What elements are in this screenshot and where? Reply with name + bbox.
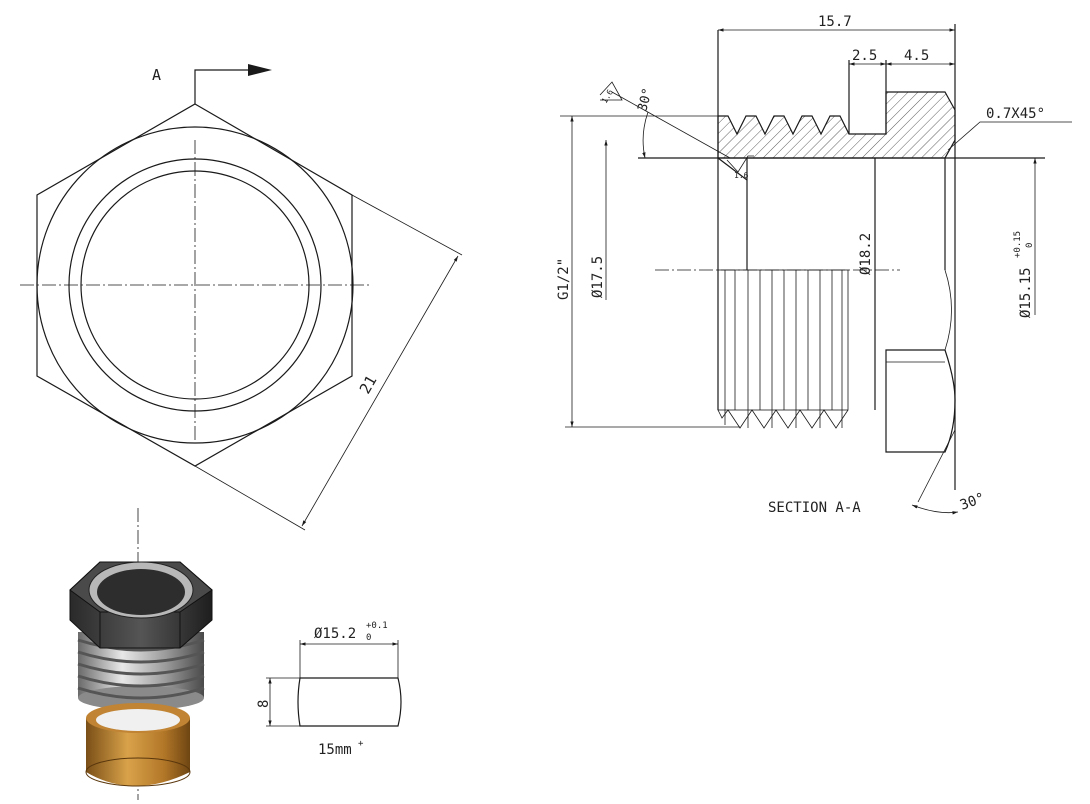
- ring-diameter-label: Ø15.2: [314, 626, 356, 642]
- ring-note: 15mm: [318, 742, 352, 758]
- ring-outline: [297, 677, 402, 727]
- flats-dimension-line: [301, 255, 459, 527]
- thread-minor-label: Ø17.5: [590, 256, 606, 298]
- thread-angle-arc: [642, 111, 649, 159]
- section-marker-label: A: [152, 66, 161, 84]
- chamfer-leader: [947, 121, 1072, 151]
- section-cut-line: [194, 69, 250, 104]
- thread-lines: [717, 270, 849, 429]
- roughness-label-1: 1.6: [600, 88, 615, 105]
- inner-dia-tol-upper: +0.15: [1013, 231, 1023, 258]
- flats-ext-line-2: [194, 465, 306, 531]
- ring-tol-lower: 0: [366, 633, 371, 643]
- ring-height-label: 8: [256, 700, 272, 708]
- section-view: 15.7 2.5 4.5 0.7X45° 30° 1.6 1.6 G1/2" Ø…: [556, 14, 1072, 516]
- end-length-label: 4.5: [904, 48, 929, 64]
- iso-hex-nut: [69, 561, 213, 649]
- iso-brass-ring: [85, 703, 191, 787]
- ring-note-sup: +: [358, 739, 364, 749]
- inner-dia-tol-lower: 0: [1025, 243, 1035, 248]
- bottom-angle-arc: [911, 504, 959, 515]
- collar-curve: [944, 269, 952, 351]
- section-hatch-area: [717, 91, 956, 159]
- bottom-angle-label: 30°: [958, 490, 987, 514]
- section-arrow-icon: [248, 64, 272, 76]
- bottom-angle-line: [917, 429, 956, 503]
- inner-dia-label: Ø15.15: [1018, 267, 1034, 318]
- roughness-symbol-2: [726, 155, 754, 173]
- thread-angle-label: 30°: [635, 86, 656, 113]
- flats-dimension-label: 21: [356, 372, 381, 397]
- overall-length-label: 15.7: [818, 14, 852, 30]
- ring-tol-upper: +0.1: [366, 621, 388, 631]
- roughness-label-2: 1.6: [734, 171, 749, 180]
- ring-detail-view: Ø15.2 +0.1 0 8 15mm +: [256, 621, 402, 758]
- isometric-render: [69, 508, 213, 800]
- section-title: SECTION A-A: [768, 500, 861, 516]
- thread-body-outline: [717, 269, 849, 411]
- front-view-hex: A 21: [20, 64, 463, 531]
- groove-width-label: 2.5: [852, 48, 877, 64]
- roughness-symbol-1: [599, 81, 623, 101]
- lower-collar-outline: [885, 349, 956, 453]
- thread-spec-label: G1/2": [556, 258, 572, 300]
- flats-ext-line-1: [351, 194, 463, 256]
- hex-outline: [36, 103, 353, 467]
- bore-dia-label: Ø18.2: [858, 233, 874, 275]
- roughness-leader-line: [611, 91, 731, 159]
- chamfer-label: 0.7X45°: [986, 106, 1045, 122]
- thread-chamfer-line: [717, 157, 748, 181]
